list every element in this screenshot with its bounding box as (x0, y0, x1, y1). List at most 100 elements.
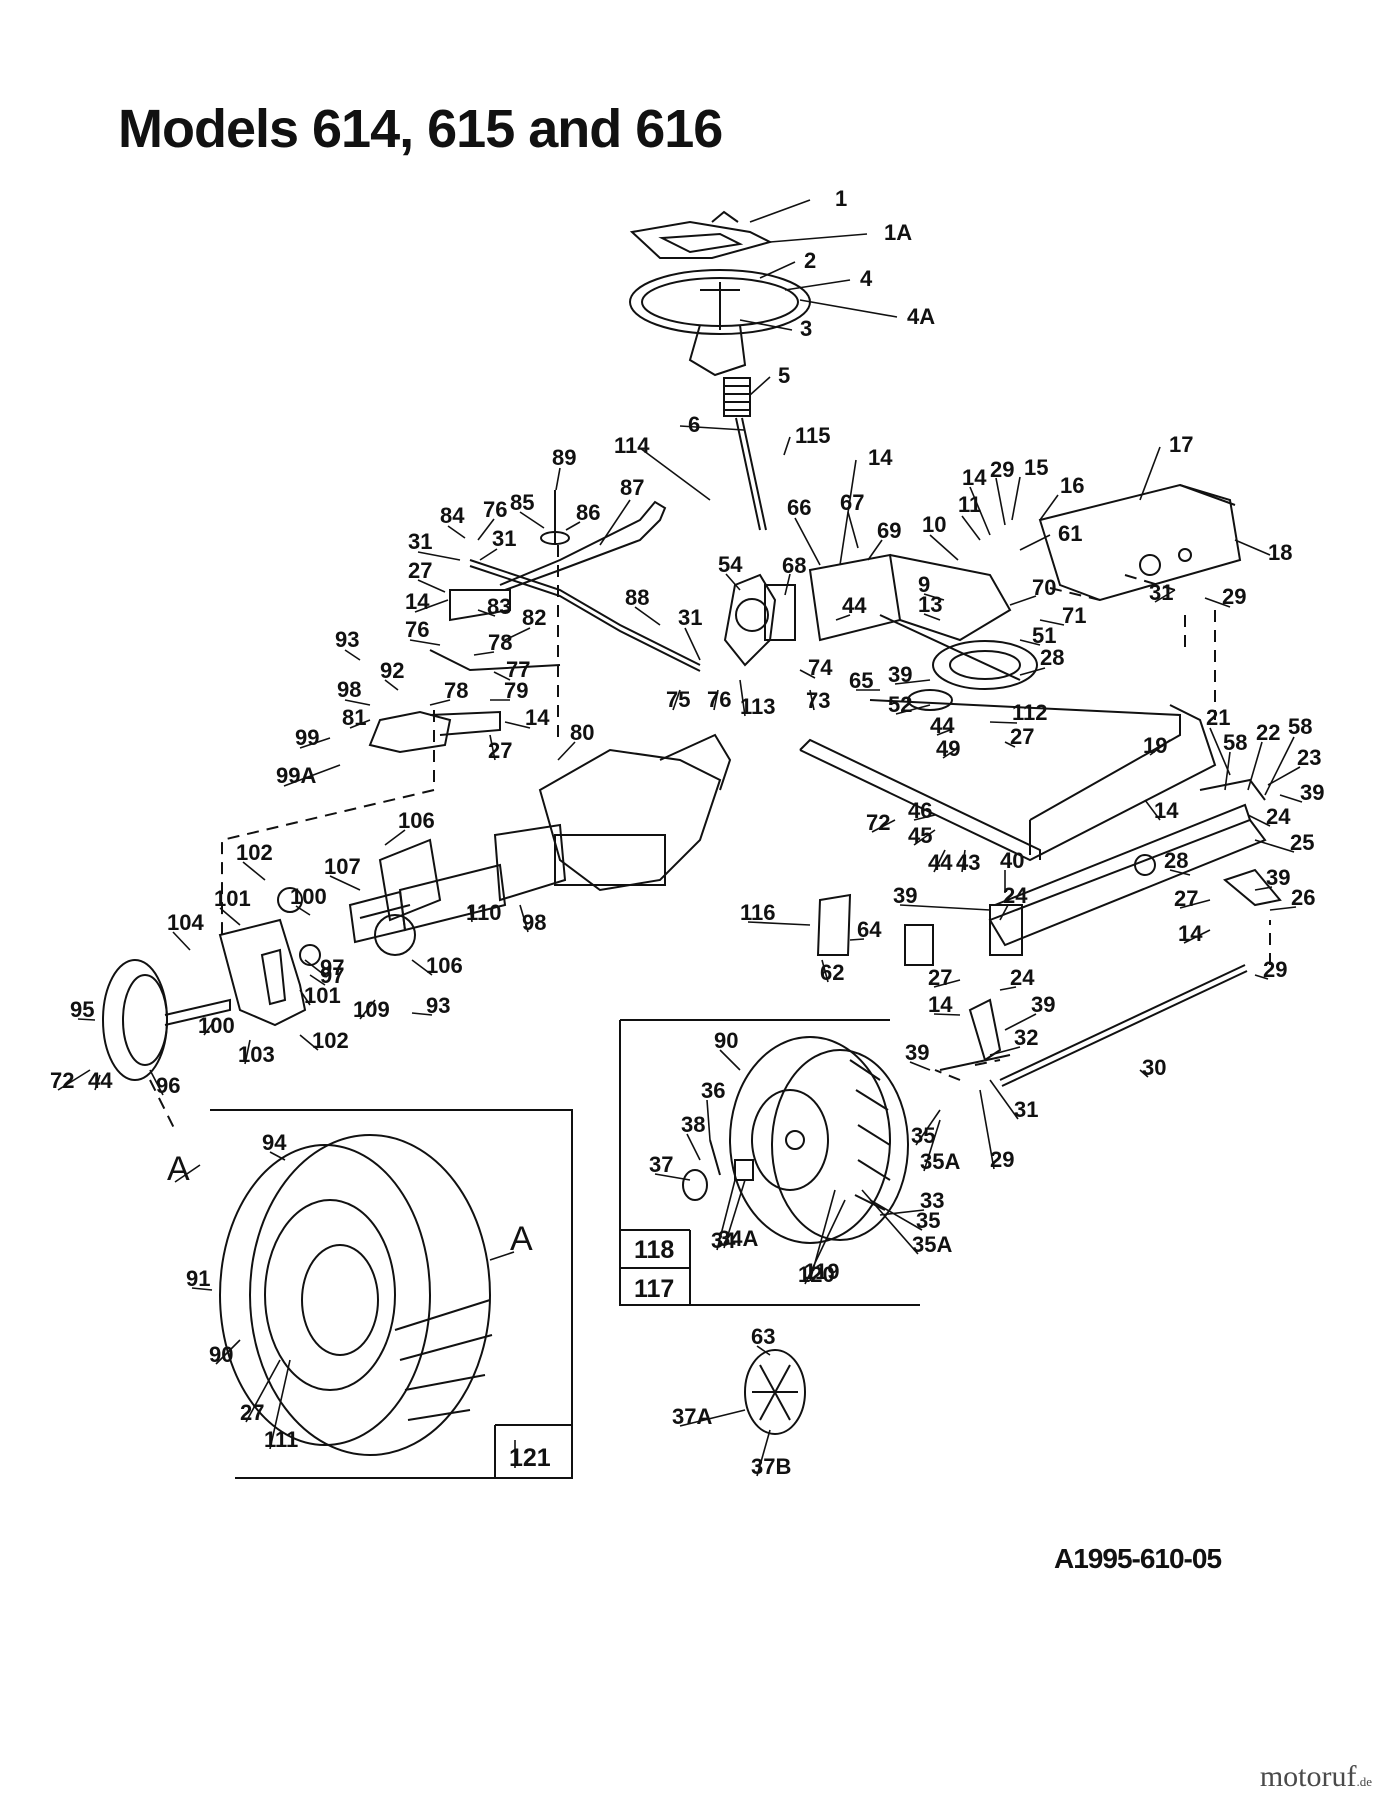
part-label-61: 61 (1058, 521, 1082, 546)
leader-line (304, 959, 328, 978)
leader-line (344, 699, 371, 706)
leader-line (174, 1164, 201, 1183)
part-label-85: 85 (510, 490, 534, 515)
part-label-1a: 1A (884, 220, 912, 245)
leader-line (1154, 589, 1176, 603)
leader-line (936, 729, 951, 736)
part-label-2: 2 (804, 248, 816, 273)
part-label-24: 24 (1003, 883, 1028, 908)
part-label-44: 44 (930, 713, 955, 738)
leader-line (871, 819, 896, 833)
leader-line (309, 974, 326, 986)
part-label-98: 98 (337, 677, 361, 702)
part-label-120: 120 (798, 1262, 835, 1287)
part-label-39: 39 (1031, 992, 1055, 1017)
hub-cap-part (744, 1349, 806, 1435)
leader-line (1144, 799, 1161, 821)
part-label-72: 72 (50, 1068, 74, 1093)
leader-line (1019, 639, 1041, 646)
leader-line (447, 525, 466, 539)
leader-line (411, 959, 433, 976)
leader-line (756, 1345, 771, 1356)
leader-line (999, 904, 1009, 921)
part-label-106: 106 (398, 808, 435, 833)
part-label-34: 34 (711, 1228, 736, 1253)
part-label-16: 16 (1060, 473, 1084, 498)
leader-line (1019, 534, 1051, 551)
tie-rod-part (999, 964, 1248, 1087)
part-label-14: 14 (868, 445, 893, 470)
part-label-113: 113 (740, 694, 776, 719)
differential-yoke-part (359, 838, 442, 956)
part-label-58: 58 (1223, 730, 1247, 755)
part-label-14: 14 (525, 705, 550, 730)
leader-line (835, 614, 851, 621)
leader-line (933, 849, 946, 873)
part-label-a: A (510, 1220, 533, 1258)
part-label-31: 31 (678, 605, 702, 630)
part-label-14: 14 (405, 589, 430, 614)
part-label-88: 88 (625, 585, 649, 610)
leader-line (756, 1429, 771, 1477)
watermark-tld: .de (1356, 1774, 1372, 1789)
leader-line (716, 1179, 736, 1251)
part-label-27: 27 (240, 1400, 264, 1425)
leader-line (923, 1119, 941, 1172)
leader-line (794, 517, 821, 566)
part-label-66: 66 (787, 495, 811, 520)
leader-line (1004, 741, 1016, 748)
leader-line (1264, 736, 1295, 796)
steering-shaft-part (735, 417, 767, 531)
page-title: Models 614, 615 and 616 (118, 99, 723, 159)
leader-line (1279, 794, 1303, 803)
part-label-107: 107 (324, 854, 361, 879)
leader-line (57, 1069, 91, 1091)
front-wheel-box (619, 1019, 920, 1306)
leader-line (414, 599, 449, 613)
part-label-71: 71 (1062, 603, 1086, 628)
part-label-118: 118 (634, 1236, 674, 1264)
part-label-82: 82 (522, 605, 546, 630)
front-tire-part (729, 1036, 909, 1244)
leader-line (269, 1151, 286, 1161)
leader-line (429, 699, 451, 706)
part-label-24: 24 (1010, 965, 1035, 990)
part-label-44: 44 (88, 1068, 113, 1093)
part-label-70: 70 (1032, 575, 1056, 600)
leader-line (869, 1199, 923, 1231)
frame-part (799, 614, 1217, 862)
leader-line (686, 1133, 701, 1161)
brake-drum-part (102, 959, 231, 1081)
part-label-93: 93 (426, 993, 450, 1018)
leader-line (295, 905, 311, 916)
part-label-6: 6 (688, 412, 700, 437)
part-label-72: 72 (866, 810, 890, 835)
part-label-21: 21 (1206, 705, 1230, 730)
part-label-89: 89 (552, 445, 576, 470)
leader-line (245, 1359, 281, 1423)
leader-line (913, 829, 936, 846)
leader-line (821, 959, 829, 983)
rear-tire-part (219, 1134, 493, 1456)
leader-line (989, 721, 1018, 724)
leader-line (1254, 974, 1269, 980)
front-axle-part (988, 778, 1267, 947)
leader-line (1169, 869, 1191, 876)
steering-bellows-part (723, 377, 751, 417)
part-label-98: 98 (522, 910, 546, 935)
part-label-94: 94 (262, 1130, 287, 1155)
leader-line (299, 737, 331, 749)
leader-line (995, 477, 1006, 526)
leader-line (149, 1069, 164, 1096)
part-label-15: 15 (1024, 455, 1048, 480)
leader-line (989, 1046, 1021, 1056)
part-label-14: 14 (928, 992, 953, 1017)
leader-line (879, 1209, 925, 1216)
part-label-44: 44 (842, 593, 867, 618)
part-label-114: 114 (614, 433, 650, 458)
leader-line (799, 669, 816, 679)
part-label-109: 109 (353, 997, 390, 1022)
part-label-104: 104 (167, 910, 204, 935)
leader-line (784, 573, 791, 596)
